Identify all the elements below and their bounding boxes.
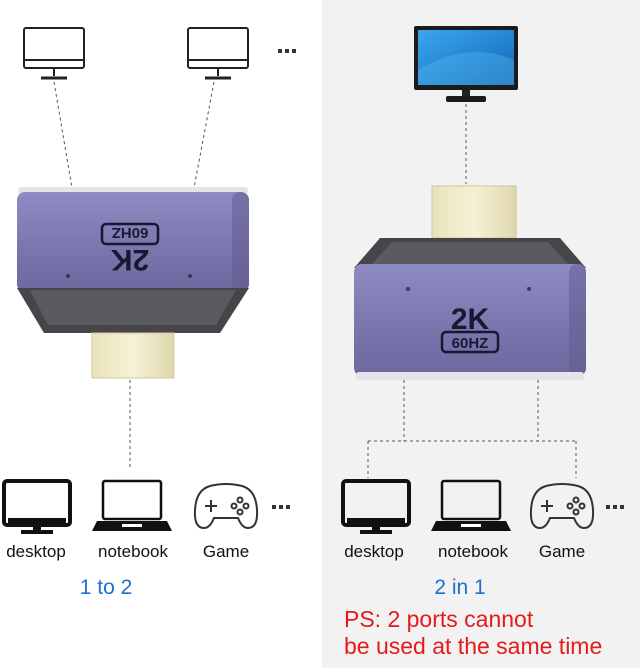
more-dots-icon [606,505,624,509]
device-label-desktop: desktop [344,542,404,561]
more-dots-icon [272,505,290,509]
more-dots-icon [278,49,296,53]
adapter-label-60hz: 60HZ [112,224,149,241]
adapter-2in1: 2K 60HZ [354,185,586,380]
connection-line [53,81,73,189]
adapter-1to2: 2K 60HZ [17,187,249,379]
device-label-desktop: desktop [6,542,66,561]
adapter-label-2k: 2K [110,243,149,276]
desktop-icon [341,479,411,534]
monitor-icon [414,26,518,102]
device-label-notebook: notebook [98,542,168,561]
connection-line [193,81,215,189]
monitor-icon [187,27,249,80]
adapter-label-60hz: 60HZ [452,335,489,352]
adapter-label-2k: 2K [451,303,490,336]
device-label-game: Game [538,542,586,561]
monitor-icon [23,27,85,80]
device-label-notebook: notebook [438,542,508,561]
desktop-icon [2,479,72,534]
connection-line [367,380,577,478]
ps-note-line1: PS: 2 ports cannot [344,606,534,632]
laptop-icon [92,479,172,531]
caption-2in1: 2 in 1 [434,576,486,599]
device-label-game: Game [202,542,250,561]
laptop-icon [431,479,511,531]
ps-note-line2: be used at the same time [344,633,603,659]
gamepad-icon [529,483,595,530]
gamepad-icon [193,483,259,530]
caption-1to2: 1 to 2 [79,576,133,599]
